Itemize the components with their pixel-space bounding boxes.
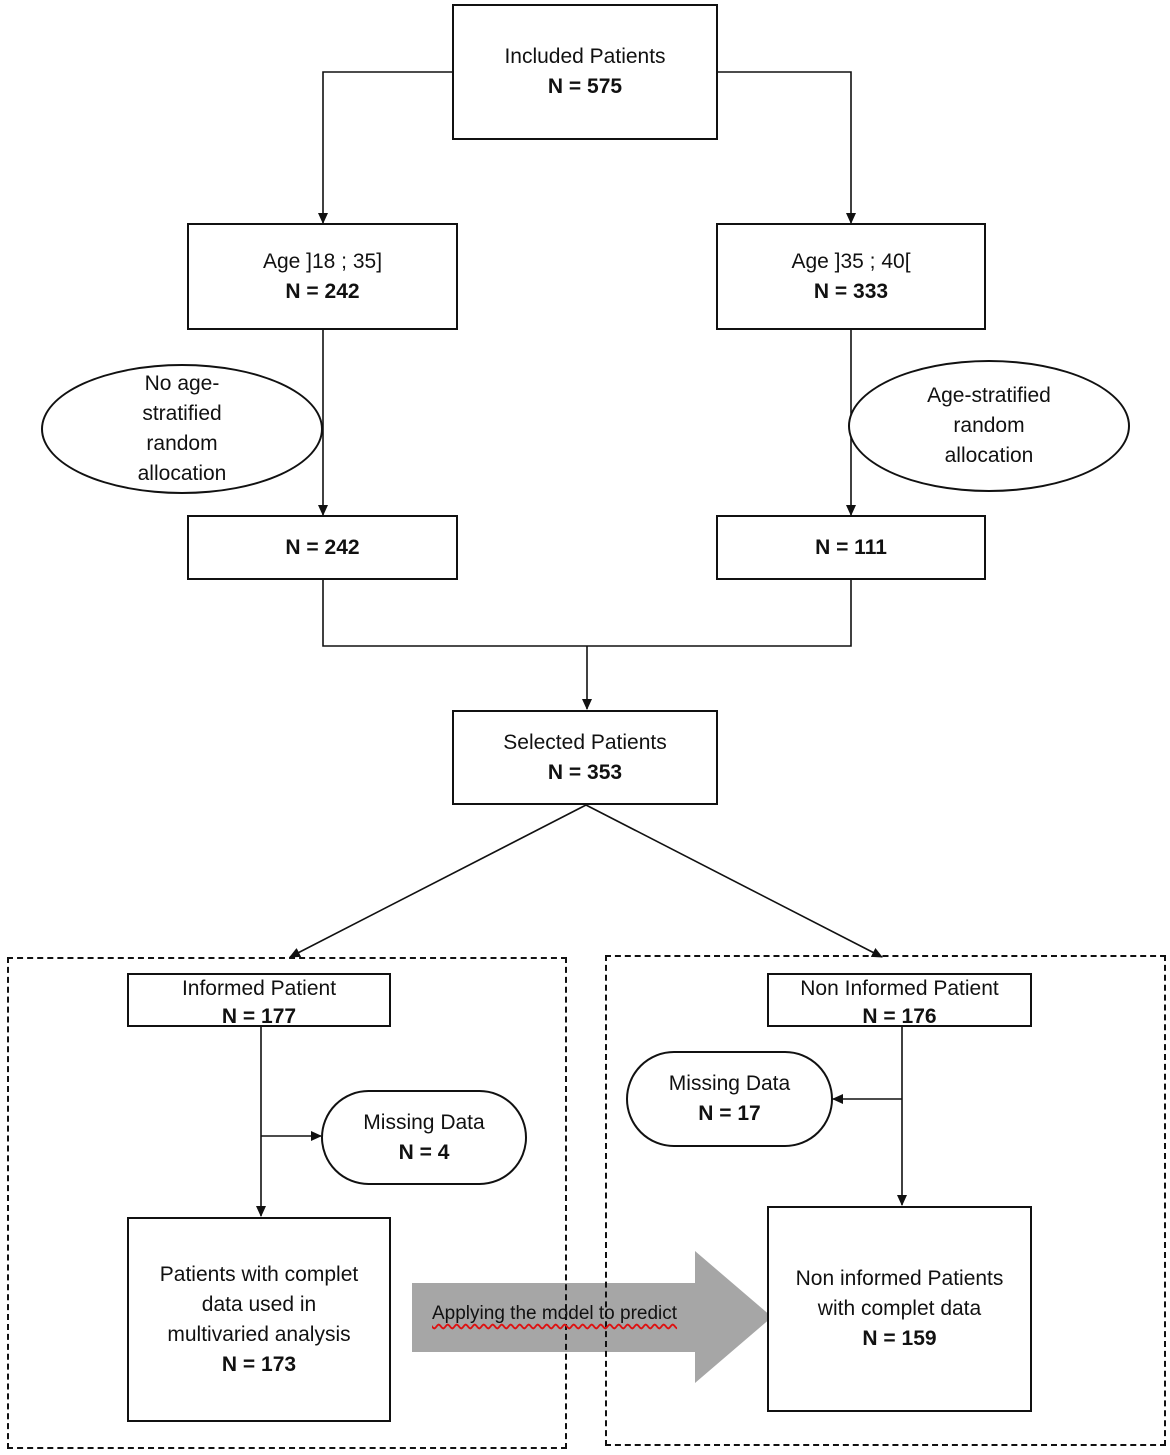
informed-count: N = 177: [221, 1005, 297, 1028]
no-stratified-line-2: stratified: [142, 402, 222, 425]
complete-informed-count: N = 173: [221, 1352, 297, 1376]
selected-count: N = 353: [547, 760, 623, 784]
stratified-line-3: allocation: [944, 444, 1034, 467]
young-after-allocation-box: N = 242: [187, 515, 458, 580]
complete-non-informed-line-1: Non informed Patients: [795, 1267, 1004, 1290]
connector-included-to-young: [318, 71, 452, 224]
non-informed-group-dashed-box: [605, 955, 1166, 1446]
no-stratified-allocation-ellipse: No age- stratified random allocation: [41, 364, 323, 494]
no-stratified-line-3: random: [146, 432, 218, 455]
missing-data-non-informed-pill: Missing Data N = 17: [626, 1051, 833, 1147]
old-after-allocation-box: N = 111: [716, 515, 986, 580]
complete-informed-line-2: data used in: [201, 1292, 317, 1316]
connector-selected-to-informed: [289, 804, 587, 958]
included-patients-box: Included Patients N = 575: [452, 4, 718, 140]
missing-non-informed-label: Missing Data: [668, 1072, 791, 1095]
no-stratified-line-4: allocation: [137, 462, 227, 485]
selected-label: Selected Patients: [503, 730, 667, 754]
selected-patients-box: Selected Patients N = 353: [452, 710, 718, 805]
complete-informed-box: Patients with complet data used in multi…: [127, 1217, 391, 1422]
non-informed-count: N = 176: [862, 1005, 937, 1028]
big-arrow-shape: [412, 1251, 772, 1383]
connector-selected-to-non-informed: [585, 804, 883, 958]
no-stratified-line-1: No age-: [144, 372, 220, 395]
complete-non-informed-count: N = 159: [862, 1327, 937, 1350]
missing-non-informed-count: N = 17: [698, 1102, 761, 1125]
informed-label: Informed Patient: [181, 977, 337, 1000]
complete-informed-line-1: Patients with complet: [159, 1262, 359, 1286]
age-old-count: N = 333: [813, 279, 889, 303]
missing-informed-label: Missing Data: [363, 1110, 485, 1134]
old-after-count: N = 111: [815, 535, 887, 559]
age-old-label: Age ]35 ; 40[: [791, 249, 911, 273]
connector-included-to-old: [718, 71, 856, 224]
stratified-allocation-ellipse: Age-stratified random allocation: [848, 360, 1130, 492]
connector-merge: [322, 580, 852, 647]
non-informed-patient-box: Non Informed Patient N = 176: [767, 973, 1032, 1028]
included-count: N = 575: [547, 75, 623, 98]
missing-data-informed-pill: Missing Data N = 4: [321, 1090, 527, 1185]
included-label: Included Patients: [504, 45, 666, 68]
complete-non-informed-line-2: with complet data: [817, 1297, 982, 1320]
complete-non-informed-box: Non informed Patients with complet data …: [767, 1206, 1032, 1412]
big-arrow-label: Applying the model to predict: [432, 1303, 678, 1324]
stratified-line-1: Age-stratified: [927, 384, 1051, 407]
complete-informed-line-3: multivaried analysis: [167, 1322, 351, 1346]
young-after-count: N = 242: [285, 535, 360, 559]
age-young-box: Age ]18 ; 35] N = 242: [187, 223, 458, 330]
age-young-label: Age ]18 ; 35]: [262, 249, 383, 273]
informed-patient-box: Informed Patient N = 177: [127, 973, 391, 1028]
stratified-line-2: random: [953, 414, 1025, 437]
missing-informed-count: N = 4: [398, 1140, 450, 1164]
age-old-box: Age ]35 ; 40[ N = 333: [716, 223, 986, 330]
age-young-count: N = 242: [285, 279, 360, 303]
informed-group-dashed-box: [7, 957, 567, 1449]
non-informed-label: Non Informed Patient: [800, 977, 999, 1000]
